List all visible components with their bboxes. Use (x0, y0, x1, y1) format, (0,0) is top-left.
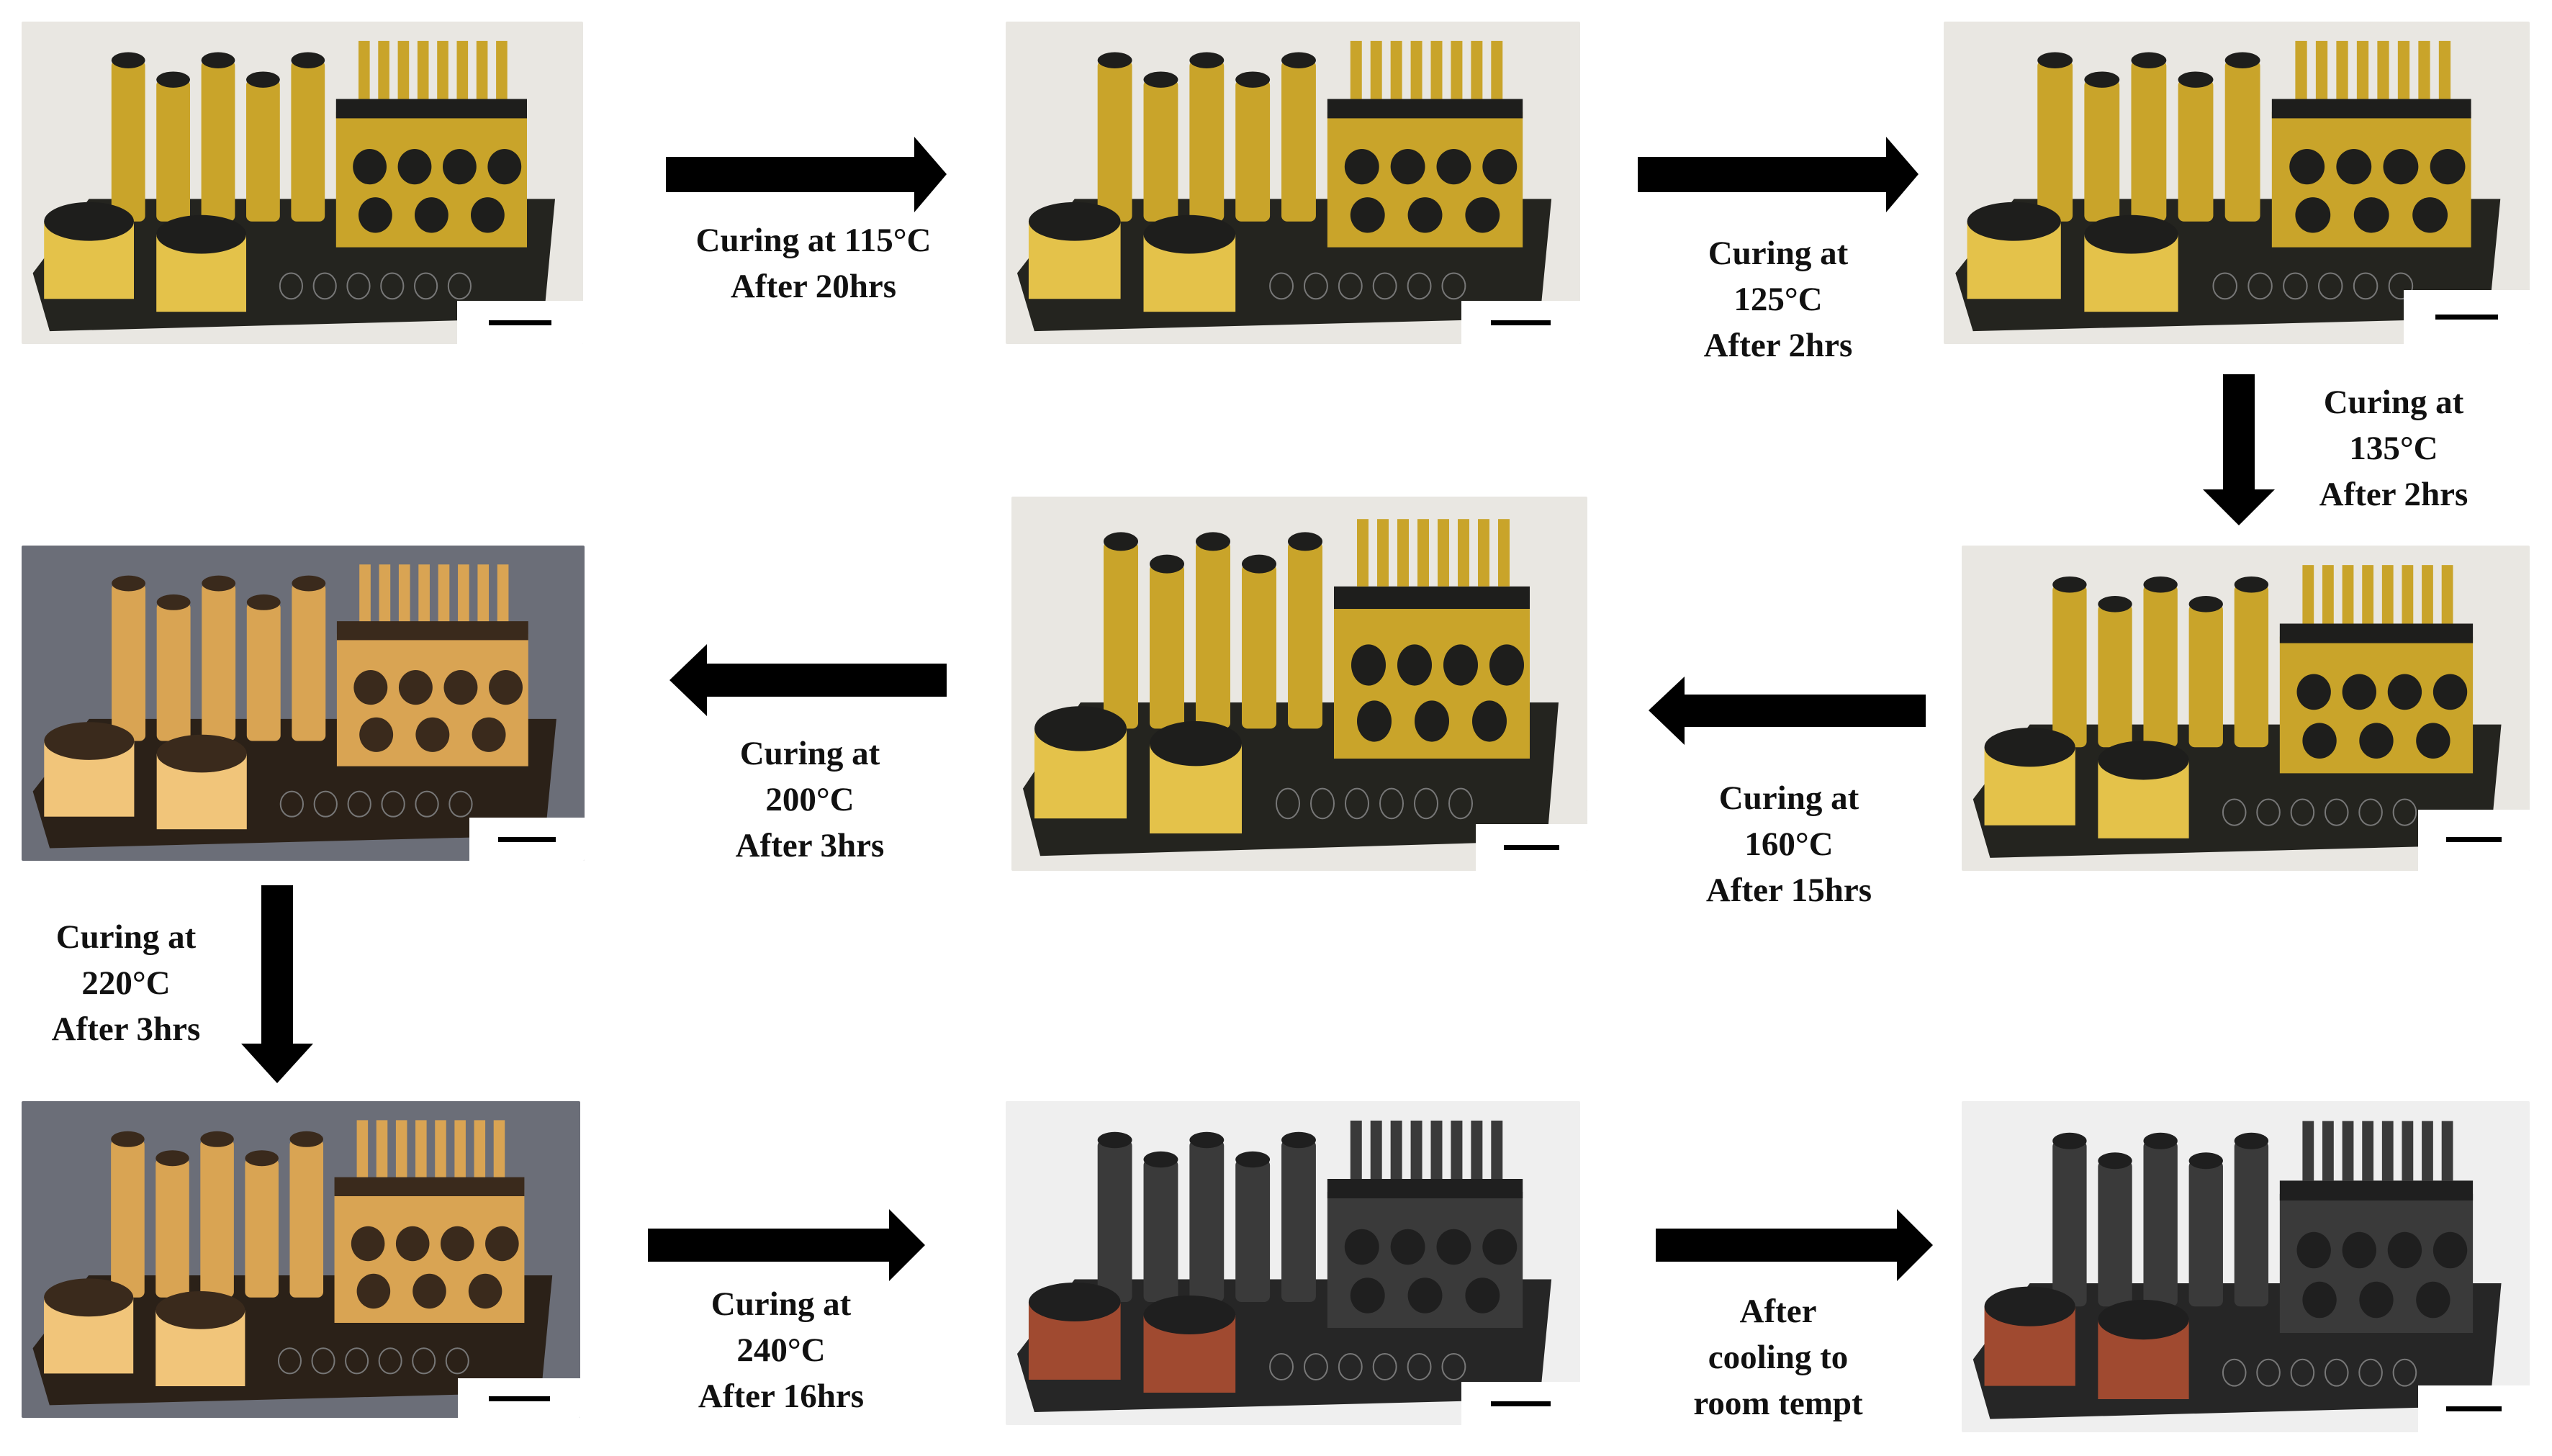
step-label-220c: Curing at 220°C After 3hrs (14, 914, 238, 1052)
sample-photo-200c (22, 546, 585, 861)
step-label-line: Curing at (55, 918, 197, 956)
step-label-line: Curing at (1708, 235, 1849, 272)
step-label-line: 135°C (2349, 430, 2438, 467)
step-label-line: Curing at (739, 735, 880, 772)
step-label-line: Curing at (2323, 384, 2464, 421)
step-label-line: Curing at 115°C (695, 222, 932, 259)
arrow-right-1 (666, 137, 947, 212)
sample-photo-cooled-image (1962, 1101, 2530, 1432)
step-label-line: cooling to (1708, 1339, 1849, 1376)
step-label-135c: Curing at 135°C After 2hrs (2282, 379, 2505, 517)
scale-bar (1476, 824, 1587, 871)
step-label-line: 125°C (1733, 281, 1823, 318)
arrow-left-2 (669, 644, 947, 716)
step-label-line: 200°C (765, 781, 855, 818)
step-label-115c: Curing at 115°C After 20hrs (648, 217, 979, 309)
step-label-line: After 15hrs (1705, 872, 1872, 909)
arrow-right-4 (1656, 1209, 1933, 1281)
sample-photo-cooled (1962, 1101, 2530, 1432)
scale-bar (469, 818, 585, 861)
scale-bar (2418, 1385, 2530, 1432)
scale-bar (1461, 1382, 1580, 1425)
arrow-right-2 (1638, 137, 1918, 212)
step-label-160c: Curing at 160°C After 15hrs (1656, 775, 1922, 913)
step-label-line: After 20hrs (730, 268, 897, 305)
step-label-line: 220°C (81, 964, 171, 1002)
step-label-125c: Curing at 125°C After 2hrs (1641, 230, 1915, 368)
arrow-left-1 (1649, 677, 1926, 745)
step-label-line: 160°C (1744, 826, 1834, 863)
step-label-line: room tempt (1693, 1385, 1863, 1422)
step-label-line: After 16hrs (698, 1378, 865, 1415)
arrow-down-2 (241, 885, 313, 1083)
scale-bar (2404, 290, 2530, 344)
sample-photo-135c (1962, 546, 2530, 871)
sample-photo-200c-image (22, 546, 585, 861)
sample-photo-220c (22, 1101, 580, 1418)
step-label-line: Curing at (1718, 779, 1859, 817)
step-label-240c: Curing at 240°C After 16hrs (648, 1281, 914, 1419)
scale-bar (457, 301, 583, 344)
sample-photo-240c (1006, 1101, 1580, 1425)
step-label-line: 240°C (736, 1331, 826, 1369)
step-label-200c: Curing at 200°C After 3hrs (677, 731, 943, 869)
sample-photo-initial (22, 22, 583, 344)
sample-photo-125c (1944, 22, 2530, 344)
arrow-down-1 (2203, 374, 2275, 525)
step-label-cooled: After cooling to room tempt (1656, 1288, 1901, 1426)
arrow-right-3 (648, 1209, 925, 1281)
sample-photo-220c-image (22, 1101, 580, 1418)
sample-photo-115c-image (1006, 22, 1580, 344)
step-label-line: After (1739, 1293, 1817, 1330)
sample-photo-160c (1011, 497, 1587, 871)
sample-photo-125c-image (1944, 22, 2530, 344)
sample-photo-initial-image (22, 22, 583, 344)
step-label-line: After 3hrs (51, 1010, 201, 1048)
sample-photo-240c-image (1006, 1101, 1580, 1425)
step-label-line: Curing at (711, 1285, 852, 1323)
step-label-line: After 3hrs (735, 827, 885, 864)
step-label-line: After 2hrs (1703, 327, 1853, 364)
sample-photo-115c (1006, 22, 1580, 344)
scale-bar (2418, 810, 2530, 871)
step-label-line: After 2hrs (2319, 476, 2468, 513)
scale-bar (1461, 301, 1580, 344)
scale-bar (458, 1378, 580, 1418)
sample-photo-160c-image (1011, 497, 1587, 871)
